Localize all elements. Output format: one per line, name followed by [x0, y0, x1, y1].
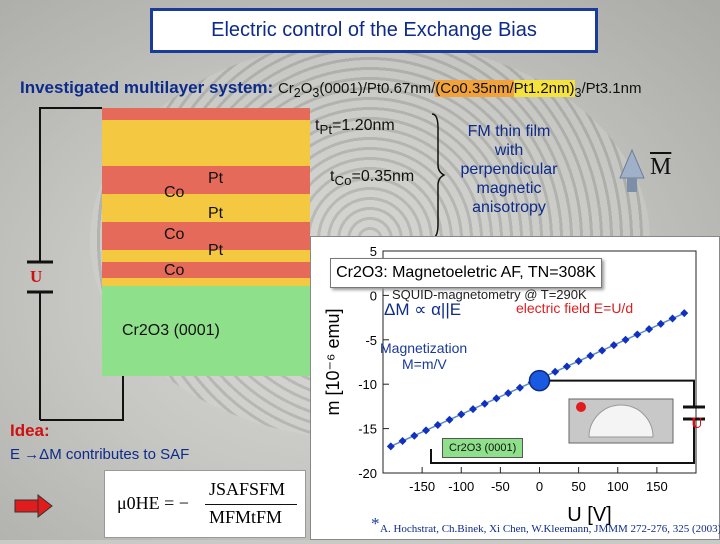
co-label-2: Co: [164, 226, 185, 243]
data-point: [668, 314, 677, 323]
arrow-right-icon: [14, 494, 53, 518]
eq-fraction-bar: [205, 504, 297, 505]
magnetization-note: Magnetization: [380, 340, 468, 356]
voltage-u-right: U: [691, 415, 703, 432]
data-point: [656, 319, 665, 328]
data-point: [504, 389, 513, 398]
me-relation: ΔM ∝ α||E: [384, 300, 462, 319]
y-tick-label: -10: [358, 377, 377, 392]
pt-label-3: Pt: [208, 242, 224, 259]
layer-top-pt: [102, 120, 310, 166]
layer-substrate: [102, 286, 310, 376]
idea-label: Idea:: [10, 421, 50, 440]
data-point: [433, 421, 442, 430]
fm-note: FM thin film with perpendicular magnetic…: [460, 123, 558, 216]
reference-star: *: [371, 514, 380, 533]
layer-top-co: [102, 108, 310, 120]
layer-co-1: [102, 166, 310, 194]
co-label-1: Co: [164, 184, 185, 201]
slide-title: Electric control of the Exchange Bias: [211, 19, 537, 41]
layer-co-2: [102, 222, 310, 250]
data-point: [445, 415, 454, 424]
thickness-co: tCo=0.35nm: [330, 168, 415, 189]
y-tick-label: 5: [370, 244, 377, 259]
highlight-point: [528, 369, 551, 392]
y-tick-label: -20: [358, 466, 377, 481]
eq-numerator: JSAFSFM: [209, 479, 286, 499]
data-point: [398, 437, 407, 446]
y-tick-label: -5: [365, 333, 377, 348]
data-point: [598, 346, 607, 355]
data-point: [645, 325, 654, 334]
idea-line: E →ΔM contributes to SAF: [10, 446, 190, 463]
data-point: [480, 399, 489, 408]
pt-label-1: Pt: [208, 170, 224, 187]
y-axis-label: m [10⁻⁶ emu]: [323, 309, 343, 416]
x-tick-label: -150: [409, 479, 435, 494]
data-point: [551, 367, 560, 376]
plot-header-box: Cr2O3: Magnetoeletric AF, TN=308K: [330, 258, 602, 288]
system-label: Investigated multilayer system:: [20, 78, 274, 97]
layer-co-3: [102, 262, 310, 278]
data-point: [468, 405, 477, 414]
data-point: [609, 341, 618, 350]
x-tick-label: 50: [571, 479, 585, 494]
data-point: [680, 309, 689, 318]
x-tick-label: 100: [607, 479, 629, 494]
data-point: [621, 335, 630, 344]
data-point: [457, 410, 466, 419]
exchange-bias-equation: μ0HE = − JSAFSFM MFMtFM: [104, 470, 306, 538]
x-tick-label: 150: [646, 479, 668, 494]
x-tick-label: -100: [448, 479, 474, 494]
layer-pt-3: [102, 278, 310, 286]
substrate-label: Cr2O3 (0001): [122, 322, 220, 339]
voltage-u-left: U: [30, 267, 43, 286]
y-tick-label: -15: [358, 422, 377, 437]
data-point: [562, 362, 571, 371]
data-point: [515, 383, 524, 392]
data-point: [422, 426, 431, 435]
x-tick-label: 0: [536, 479, 543, 494]
eq-lhs: μ0HE = −: [117, 493, 189, 513]
reference: A. Hochstrat, Ch.Binek, Xi Chen, W.Kleem…: [380, 523, 720, 535]
slide-title-box: Electric control of the Exchange Bias: [150, 8, 598, 53]
eq-denominator: MFMtFM: [209, 507, 283, 527]
co-label-3: Co: [164, 262, 185, 279]
magnetization-arrow-label: M: [650, 154, 672, 180]
x-tick-label: -50: [491, 479, 510, 494]
layer-pt-1: [102, 194, 310, 222]
system-line: Investigated multilayer system: Cr2O3(00…: [20, 78, 641, 100]
magnetization-eq: M=m/V: [402, 356, 447, 372]
y-tick-label: 0: [370, 288, 377, 303]
inset-wire: [430, 419, 695, 464]
system-formula: Cr2O3(0001)/Pt0.67nm/(Co0.35nm/Pt1.2nm)3…: [277, 80, 642, 100]
pt-label-2: Pt: [208, 205, 224, 222]
squid-note: SQUID-magnetometry @ T=290K: [392, 287, 587, 302]
data-point: [574, 357, 583, 366]
data-point: [410, 431, 419, 440]
data-point: [386, 442, 395, 451]
thickness-pt: tPt=1.20nm: [315, 117, 395, 138]
inset-wire: [549, 379, 695, 407]
data-point: [586, 351, 595, 360]
inset-substrate-label: Cr2O3 (0001): [442, 438, 524, 458]
inset-sample: [588, 404, 654, 438]
inset-red-dot: [576, 402, 586, 412]
efield-note: electric field E=U/d: [516, 300, 634, 316]
data-point: [633, 330, 642, 339]
data-point: [492, 394, 501, 403]
x-axis-label: U [V]: [567, 504, 611, 526]
plot-header: Cr2O3: Magnetoeletric AF, TN=308K: [336, 264, 596, 281]
